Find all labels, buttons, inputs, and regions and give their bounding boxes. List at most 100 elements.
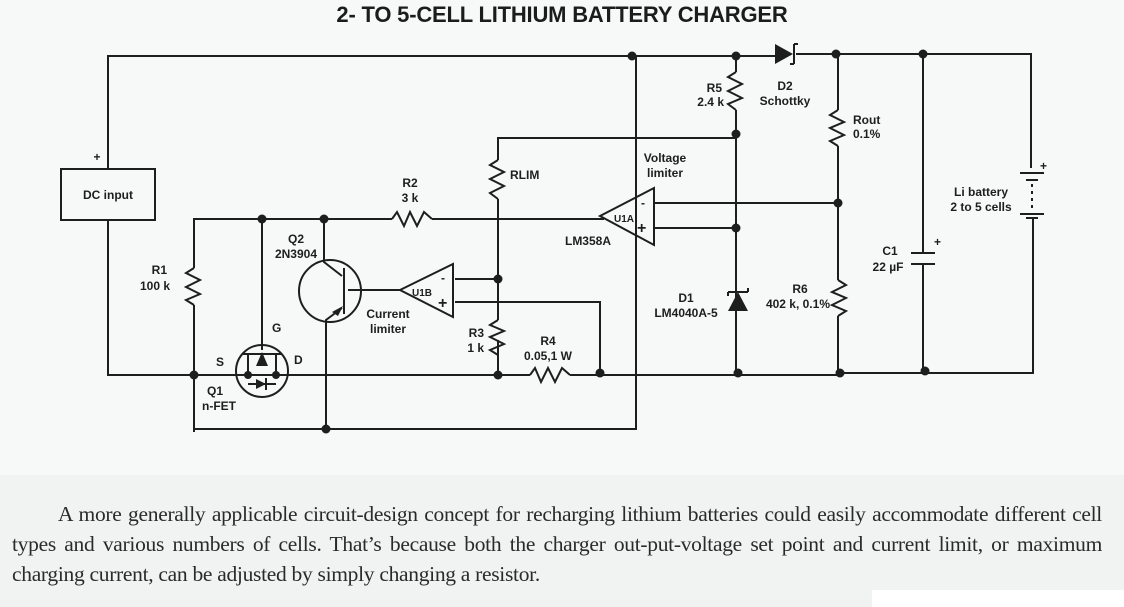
opamp-u1a-name: U1A: [614, 214, 634, 225]
transistor-q1-arrow: [256, 352, 268, 366]
transistor-q1-source-pin: S: [216, 355, 224, 369]
opamp-u1a-function-2: limiter: [647, 166, 683, 180]
junction-dot: [731, 223, 741, 233]
resistor-r2-symbol: [391, 209, 433, 229]
resistor-rlim: RLIM: [487, 159, 539, 200]
resistor-r3: R3 1 k: [467, 319, 507, 356]
wire-top-rail-right: [796, 53, 1032, 168]
caption-paragraph: A more generally applicable circuit-desi…: [12, 501, 1102, 586]
resistor-r3-symbol: [487, 319, 507, 356]
resistor-rlim-symbol: [487, 159, 507, 200]
diode-d1-symbol: [728, 292, 748, 311]
transistor-q1-drain-pin: D: [294, 353, 303, 367]
diode-d2-bar: [790, 43, 798, 65]
resistor-r1-symbol: [183, 267, 203, 306]
junction-dot: [918, 49, 928, 59]
resistor-r6-symbol: [829, 279, 849, 317]
battery-label-2: 2 to 5 cells: [950, 200, 1012, 214]
resistor-r2-value: 3 k: [402, 191, 419, 205]
wire-q2-collector: [323, 219, 343, 277]
junction-dot: [733, 368, 743, 378]
junction-dot: [731, 129, 741, 139]
junction-dot: [189, 370, 199, 380]
resistor-r2-name: R2: [402, 176, 418, 190]
opamp-u1a-minus: -: [641, 196, 645, 210]
resistor-r5: R5 2.4 k: [697, 71, 745, 111]
junction-dot: [835, 368, 845, 378]
junction-dot: [831, 49, 841, 59]
junction-dot: [319, 214, 329, 224]
resistor-rlim-name: RLIM: [510, 168, 539, 182]
junction-dot: [257, 214, 267, 224]
diode-d1-name: D1: [678, 291, 694, 305]
resistor-r5-value: 2.4 k: [697, 95, 724, 109]
battery-label-1: Li battery: [954, 185, 1008, 199]
caption-band: [0, 475, 1124, 607]
resistor-r1-name: R1: [152, 263, 168, 277]
resistor-r1: R1 100 k: [140, 263, 203, 306]
resistor-r3-value: 1 k: [467, 341, 484, 355]
battery-cells: [1020, 172, 1044, 219]
diode-d1-part: LM4040A-5: [654, 306, 718, 320]
transistor-q1-drain-dot: [272, 371, 280, 379]
wire-bottom-return: [193, 56, 637, 432]
junction-dot: [493, 370, 503, 380]
transistor-q1-name: Q1: [207, 384, 223, 398]
capacitor-c1: + C1 22 µF: [873, 235, 941, 274]
junction-dot: [321, 424, 331, 434]
resistor-rout-value: 0.1%: [853, 127, 881, 141]
junction-dots: [189, 49, 930, 434]
opamp-u1a-plus: +: [637, 220, 646, 237]
dc-input-block: DC input +: [60, 150, 156, 221]
capacitor-c1-name: C1: [882, 244, 898, 258]
resistor-r4-name: R4: [540, 334, 556, 348]
resistor-r2: R2 3 k: [391, 176, 433, 229]
transistor-q1-gate-pin: G: [272, 321, 281, 335]
resistor-r4-value: 0.05,1 W: [524, 349, 573, 363]
junction-dot: [627, 51, 637, 61]
opamp-u1a-body: [597, 186, 655, 247]
resistor-r1-value: 100 k: [140, 279, 170, 293]
scan-artifact: [872, 590, 1124, 607]
capacitor-c1-value: 22 µF: [873, 260, 904, 274]
wire-q2-emitter: [325, 307, 343, 429]
transistor-q2-part: 2N3904: [275, 247, 317, 261]
wires: [107, 53, 1034, 432]
resistor-r6-name: R6: [792, 282, 808, 296]
battery-polarity: +: [1040, 159, 1047, 173]
transistor-q2-name: Q2: [288, 232, 304, 246]
diode-d1-bar: [727, 288, 749, 296]
resistor-r6-value: 402 k, 0.1%: [766, 297, 830, 311]
resistor-r6: R6 402 k, 0.1%: [766, 279, 849, 317]
diode-d2: D2 Schottky: [760, 43, 811, 108]
transistor-q1-diode-bar: [248, 378, 276, 390]
resistor-r5-name: R5: [707, 81, 723, 95]
capacitor-c1-polarity: +: [934, 235, 941, 249]
battery-li: + Li battery 2 to 5 cells: [950, 159, 1047, 219]
wire-u1b-plus: [455, 301, 601, 373]
resistor-r4-symbol: [529, 365, 571, 385]
opamp-u1a: U1A - + Voltage limiter LM358A: [565, 151, 687, 248]
opamp-u1b-body: [397, 262, 454, 319]
transistor-q2: Q2 2N3904: [275, 232, 362, 323]
wire-bottom-rail-right: [840, 218, 1034, 374]
junction-dot: [731, 51, 741, 61]
dc-input-label: DC input: [83, 188, 133, 202]
transistor-q1-type: n-FET: [202, 399, 237, 413]
circuit-schematic: DC input + R1 100 k R2 3 k RLIM R3 1 k R…: [60, 43, 1047, 434]
diode-d1: D1 LM4040A-5: [654, 288, 749, 320]
junction-dot: [833, 198, 843, 208]
resistor-r5-symbol: [725, 71, 745, 111]
transistor-q1-source-dot: [244, 371, 252, 379]
opamp-u1a-function-1: Voltage: [644, 151, 687, 165]
opamp-u1b-name: U1B: [412, 288, 432, 299]
opamp-u1b: U1B - + Current limiter: [366, 262, 454, 336]
transistor-q1-body: [235, 344, 289, 398]
transistor-q2-body: [298, 259, 362, 323]
diode-d2-part: Schottky: [760, 94, 811, 108]
diode-d2-symbol: [775, 44, 793, 64]
junction-dot: [920, 366, 930, 376]
dc-input-polarity: +: [93, 150, 100, 164]
opamp-u1b-plus: +: [438, 295, 447, 312]
wire-dc-return: [107, 221, 236, 376]
